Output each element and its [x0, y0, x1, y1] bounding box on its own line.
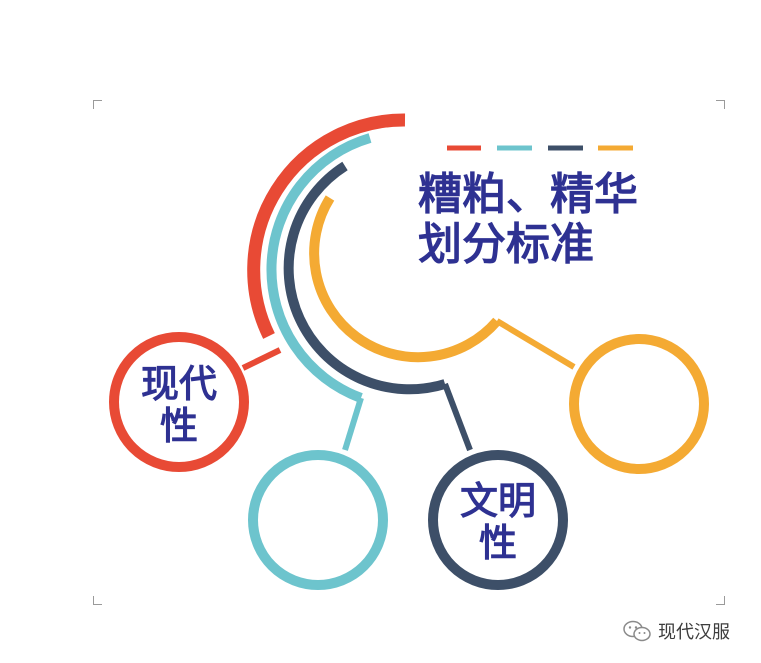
arc-red: [247, 113, 406, 339]
corner-mark-bottom-right: [716, 596, 725, 605]
title-line-2: 划分标准: [418, 219, 594, 270]
connector-navy: [442, 382, 473, 452]
node-label-modernity-line-2: 性: [159, 404, 198, 448]
watermark: 现代汉服: [622, 617, 730, 645]
corner-mark-top-left: [93, 100, 102, 109]
node-circle-navy: [428, 450, 568, 590]
wechat-icon: [623, 620, 651, 642]
connector-orange: [495, 318, 576, 370]
node-label-civility: 文明 性: [448, 480, 548, 564]
watermark-text: 现代汉服: [658, 622, 730, 643]
title-line-1: 糟粕、精华: [418, 169, 638, 220]
node-label-civility-line-1: 文明: [459, 479, 536, 523]
arc-navy: [283, 161, 447, 395]
arc-teal: [266, 133, 372, 403]
node-circle-orange: [569, 334, 709, 474]
diagram-title: 糟粕、精华 划分标准: [418, 170, 678, 270]
node-label-modernity: 现代 性: [129, 363, 229, 447]
node-label-modernity-line-1: 现代: [140, 362, 217, 406]
node-label-civility-line-2: 性: [478, 521, 517, 565]
corner-mark-bottom-left: [93, 596, 102, 605]
node-circle-teal: [248, 450, 388, 590]
connector-teal: [342, 397, 364, 451]
corner-mark-top-right: [716, 100, 725, 109]
arc-orange: [309, 195, 501, 363]
node-circle-red: [109, 332, 249, 472]
connector-red: [241, 347, 282, 371]
